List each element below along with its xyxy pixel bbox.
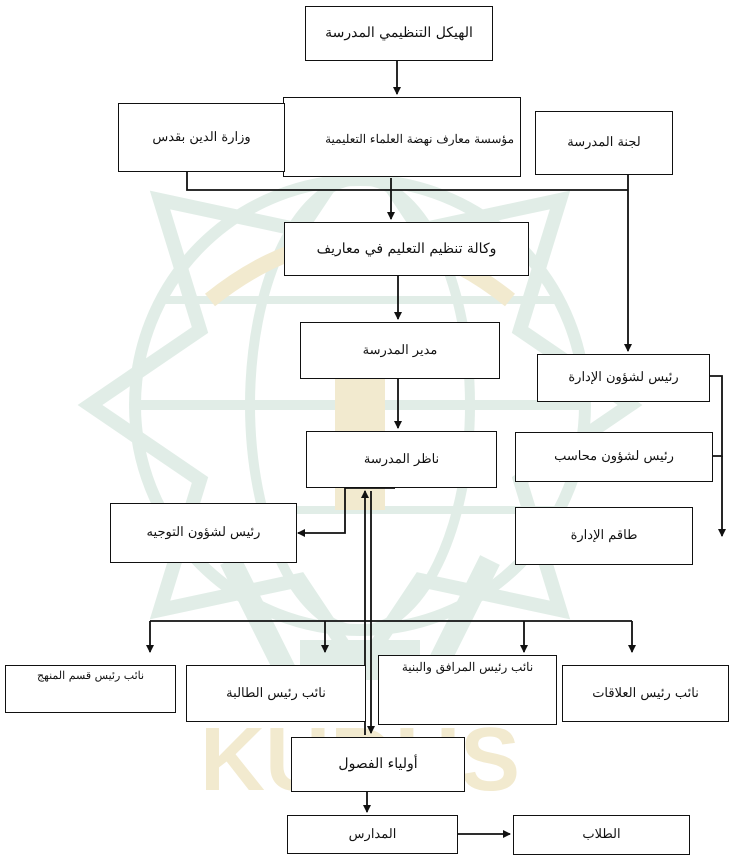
node-admin-head: رئيس لشؤون الإدارة <box>537 354 710 402</box>
node-students: الطلاب <box>513 815 690 855</box>
node-class-guardians: أولياء الفصول <box>291 737 465 792</box>
node-school-principal: ناظر المدرسة <box>306 431 497 488</box>
node-guidance-head: رئيس لشؤون التوجيه <box>110 503 297 563</box>
node-school-director: مدير المدرسة <box>300 322 500 379</box>
node-admin-staff: طاقم الإدارة <box>515 507 693 565</box>
node-education-agency: وكالة تنظيم التعليم في معاريف <box>284 222 529 276</box>
node-structure-title: الهيكل التنظيمي المدرسة <box>305 6 493 61</box>
node-curriculum-deputy: نائب رئيس قسم المنهج <box>5 665 176 713</box>
node-students-deputy: نائب رئيس الطالبة <box>186 665 366 722</box>
node-school-committee: لجنة المدرسة <box>535 111 673 175</box>
node-facilities-deputy: نائب رئيس المرافق والبنية <box>378 655 557 725</box>
node-relations-deputy: نائب رئيس العلاقات <box>562 665 729 722</box>
node-religion-ministry: وزارة الدين بقدس <box>118 103 285 172</box>
node-maarif-foundation: مؤسسة معارف نهضة العلماء التعليمية <box>283 97 521 177</box>
node-teacher: المدارس <box>287 815 458 854</box>
node-accounting-head: رئيس لشؤون محاسب <box>515 432 713 482</box>
